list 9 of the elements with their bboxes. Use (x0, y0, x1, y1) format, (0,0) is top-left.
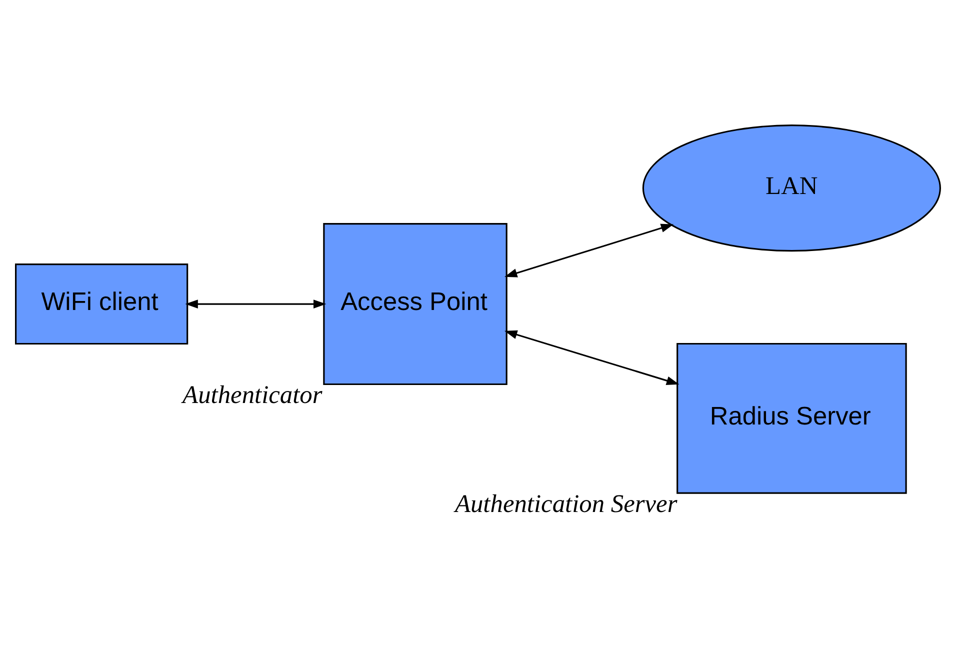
node-box: WiFi client (14, 263, 188, 344)
arrow (504, 330, 679, 384)
node-label: Authentication Server (454, 489, 677, 518)
node-box: Access Point (322, 222, 507, 385)
node-box: Radius Server (676, 342, 906, 494)
node-label: Authenticator (182, 380, 322, 408)
arrow (504, 223, 674, 277)
node-ellipse: LAN (642, 124, 940, 252)
arrow (184, 299, 326, 308)
